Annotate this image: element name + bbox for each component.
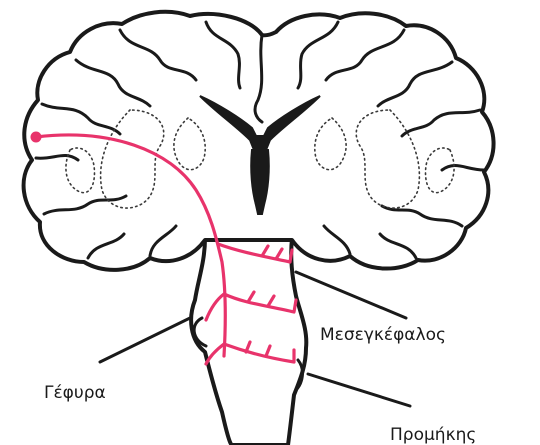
midbrain-label: Μεσεγκέφαλος <box>320 325 446 345</box>
medulla-label: Προμήκης <box>390 425 476 445</box>
pons-leader-line <box>100 318 190 362</box>
pons-label: Γέφυρα <box>44 383 106 403</box>
medulla-leader-line <box>308 374 410 406</box>
midbrain-leader-line <box>296 272 406 318</box>
